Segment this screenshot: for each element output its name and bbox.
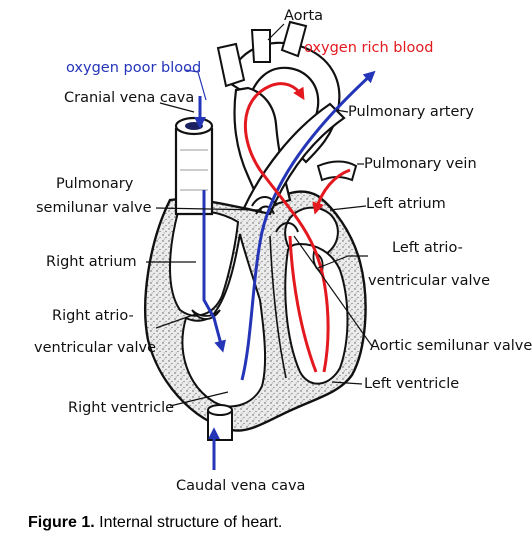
label-pulmonary-artery: Pulmonary artery — [348, 104, 474, 120]
pulmonary-semilunar-valve-shape — [251, 196, 277, 215]
heart-illustration — [144, 20, 367, 441]
cranial-vena-cava-vessel — [174, 116, 214, 216]
label-pulmonary-semilunar-line1: Pulmonary — [56, 176, 134, 192]
interventricular-septum — [269, 235, 287, 379]
label-right-atrium: Right atrium — [46, 254, 137, 270]
leader-lines — [146, 23, 373, 407]
label-left-atrium: Left atrium — [366, 196, 446, 212]
label-right-ventricle: Right ventricle — [68, 400, 174, 416]
label-caudal-vena-cava: Caudal vena cava — [176, 478, 305, 494]
label-right-av-line1: Right atrio- — [52, 308, 134, 324]
figure-caption-prefix: Figure 1. — [28, 514, 95, 531]
label-left-av-line2: ventricular valve — [368, 273, 490, 289]
aorta-branches — [216, 20, 308, 88]
figure-caption: Figure 1. Internal structure of heart. — [28, 514, 282, 532]
pulmonary-vein-vessel — [316, 160, 358, 182]
oxygen-rich-flow — [243, 82, 351, 373]
label-aorta: Aorta — [284, 8, 323, 24]
label-pulmonary-vein: Pulmonary vein — [364, 156, 477, 172]
label-aortic-semilunar-valve: Aortic semilunar valve — [370, 338, 532, 354]
label-left-av-line1: Left atrio- — [392, 240, 463, 256]
label-cranial-vena-cava: Cranial vena cava — [64, 90, 194, 106]
label-oxygen-poor-blood: oxygen poor blood — [66, 60, 201, 76]
label-right-av-line2: ventricular valve — [34, 340, 156, 356]
figure-caption-text: Internal structure of heart. — [94, 514, 283, 531]
label-pulmonary-semilunar-line2: semilunar valve — [36, 200, 152, 216]
aortic-semilunar-valve-shape — [275, 222, 299, 233]
oxygen-poor-flow — [194, 70, 376, 470]
label-left-ventricle: Left ventricle — [364, 376, 459, 392]
label-oxygen-rich-blood: oxygen rich blood — [304, 40, 433, 56]
caudal-vena-cava-vessel — [207, 404, 233, 441]
